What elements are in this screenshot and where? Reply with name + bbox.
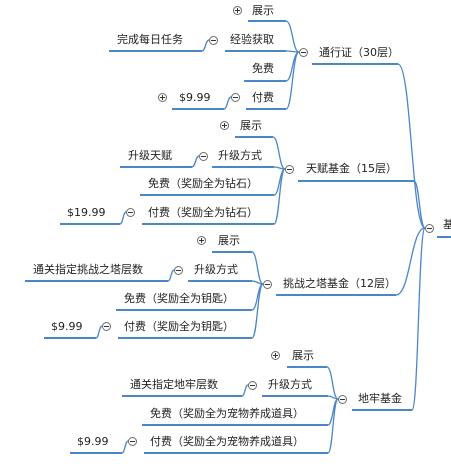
branch-pass-collapse-icon[interactable] xyxy=(299,48,308,57)
tower-paid-collapse-icon[interactable] xyxy=(102,322,111,331)
pass-exp-label[interactable]: 经验获取 xyxy=(230,33,274,46)
tower-upgrade-underline xyxy=(188,280,252,282)
dungeon-free-underline xyxy=(142,424,328,426)
branch-talent-underline xyxy=(298,180,414,182)
pass-free-label[interactable]: 免费 xyxy=(252,62,274,75)
talent-upgrade-label[interactable]: 升级方式 xyxy=(218,149,262,162)
tower-price-underline xyxy=(44,337,96,339)
tower-display-label[interactable]: 展示 xyxy=(218,234,240,247)
pass-paid-underline xyxy=(246,108,286,110)
dungeon-display-label[interactable]: 展示 xyxy=(292,349,314,362)
dungeon-upgrade-collapse-icon[interactable] xyxy=(248,381,257,390)
talent-upgrade-method-underline xyxy=(120,166,192,168)
tower-paid-underline xyxy=(118,337,252,339)
pass-exp-method-underline xyxy=(109,50,202,52)
pass-exp-method-label[interactable]: 完成每日任务 xyxy=(117,33,183,46)
pass-paid-collapse-icon[interactable] xyxy=(231,93,240,102)
pass-display-label[interactable]: 展示 xyxy=(252,4,274,17)
tower-free-label[interactable]: 免费（奖励全为钥匙） xyxy=(124,292,234,305)
pass-display-expand-icon[interactable] xyxy=(233,6,242,15)
talent-paid-collapse-icon[interactable] xyxy=(126,208,135,217)
tower-display-expand-icon[interactable] xyxy=(197,236,206,245)
tower-upgrade-collapse-icon[interactable] xyxy=(174,266,183,275)
dungeon-paid-underline xyxy=(144,452,328,454)
pass-exp-collapse-icon[interactable] xyxy=(209,36,218,45)
branch-tower-collapse-icon[interactable] xyxy=(263,280,272,289)
pass-price-label[interactable]: $9.99 xyxy=(179,91,211,104)
branch-pass-underline xyxy=(312,63,398,65)
talent-upgrade-underline xyxy=(212,166,274,168)
talent-free-label[interactable]: 免费（奖励全为钻石） xyxy=(148,177,258,190)
talent-display-expand-icon[interactable] xyxy=(220,121,229,130)
talent-price-label[interactable]: $19.99 xyxy=(67,206,106,219)
talent-price-underline xyxy=(60,223,120,225)
pass-paid-label[interactable]: 付费 xyxy=(252,91,274,104)
dungeon-price-label[interactable]: $9.99 xyxy=(77,435,109,448)
pass-display-underline xyxy=(248,20,286,22)
branch-tower-label[interactable]: 挑战之塔基金（12层） xyxy=(283,277,396,290)
talent-upgrade-method-label[interactable]: 升级天赋 xyxy=(128,149,172,162)
talent-display-underline xyxy=(235,136,273,138)
branch-talent-label[interactable]: 天赋基金（15层） xyxy=(306,162,397,175)
branch-dungeon-label[interactable]: 地牢基金 xyxy=(358,392,402,405)
branch-dungeon-underline xyxy=(352,409,412,411)
tower-paid-label[interactable]: 付费（奖励全为钥匙） xyxy=(124,320,234,333)
dungeon-upgrade-underline xyxy=(262,395,328,397)
talent-display-label[interactable]: 展示 xyxy=(240,119,262,132)
branch-pass-label[interactable]: 通行证（30层） xyxy=(319,46,399,59)
talent-free-underline xyxy=(140,194,274,196)
root-node-underline xyxy=(437,236,451,238)
dungeon-free-label[interactable]: 免费（奖励全为宠物养成道具） xyxy=(150,407,304,420)
tower-display-underline xyxy=(212,251,252,253)
talent-upgrade-collapse-icon[interactable] xyxy=(199,152,208,161)
talent-paid-underline xyxy=(142,223,274,225)
dungeon-upgrade-label[interactable]: 升级方式 xyxy=(268,378,312,391)
tower-free-underline xyxy=(116,309,252,311)
tower-upgrade-label[interactable]: 升级方式 xyxy=(194,263,238,276)
pass-exp-underline xyxy=(225,50,286,52)
talent-paid-label[interactable]: 付费（奖励全为钻石） xyxy=(148,206,258,219)
dungeon-upgrade-method-label[interactable]: 通关指定地牢层数 xyxy=(130,378,218,391)
branch-dungeon-collapse-icon[interactable] xyxy=(338,395,347,404)
dungeon-price-underline xyxy=(70,452,122,454)
pass-price-underline xyxy=(172,108,224,110)
tower-upgrade-method-label[interactable]: 通关指定挑战之塔层数 xyxy=(33,263,143,276)
dungeon-display-expand-icon[interactable] xyxy=(271,351,280,360)
dungeon-paid-collapse-icon[interactable] xyxy=(128,437,137,446)
pass-free-underline xyxy=(244,80,286,82)
root-collapse-icon[interactable] xyxy=(425,224,434,233)
branch-talent-collapse-icon[interactable] xyxy=(285,165,294,174)
root-node-label: 基 xyxy=(443,218,451,231)
branch-tower-underline xyxy=(276,294,396,296)
pass-price-expand-icon[interactable] xyxy=(158,93,167,102)
dungeon-display-underline xyxy=(287,366,327,368)
dungeon-paid-label[interactable]: 付费（奖励全为宠物养成道具） xyxy=(150,435,304,448)
tower-upgrade-method-underline xyxy=(25,280,168,282)
dungeon-upgrade-method-underline xyxy=(122,395,242,397)
tower-price-label[interactable]: $9.99 xyxy=(51,320,83,333)
